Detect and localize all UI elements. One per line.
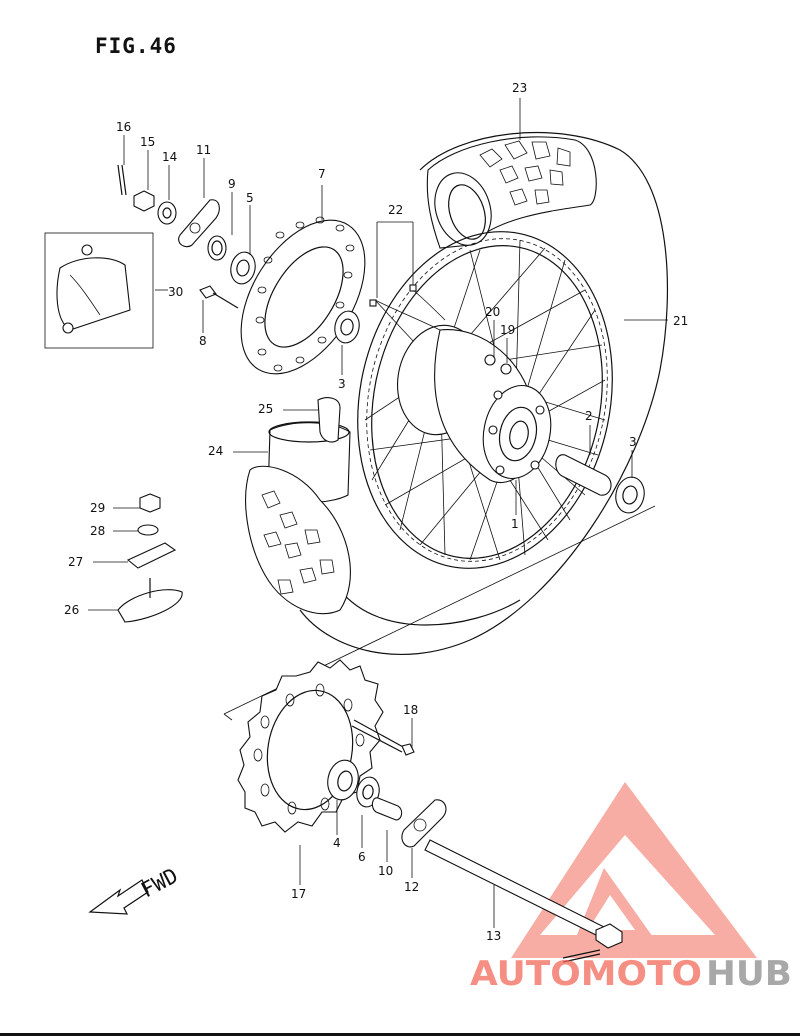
- callout-5: 5: [246, 191, 254, 205]
- callout-7: 7: [318, 167, 326, 181]
- forward-direction-arrow: [88, 879, 149, 915]
- callout-23: 23: [512, 81, 527, 95]
- callout-3-left: 3: [338, 377, 346, 391]
- callout-24: 24: [208, 444, 223, 458]
- callout-6: 6: [358, 850, 366, 864]
- callout-21: 21: [673, 314, 688, 328]
- bottom-border: [0, 1033, 800, 1036]
- callout-2: 2: [585, 409, 593, 423]
- sprocket-assembly: [237, 659, 623, 963]
- callout-15: 15: [140, 135, 155, 149]
- callout-3-right: 3: [629, 435, 637, 449]
- callout-29: 29: [90, 501, 105, 515]
- callout-22: 22: [388, 203, 403, 217]
- fwd-label: FWD: [137, 863, 182, 902]
- callout-9: 9: [228, 177, 236, 191]
- callout-30: 30: [168, 285, 183, 299]
- callout-1: 1: [511, 517, 519, 531]
- callout-11: 11: [196, 143, 211, 157]
- watermark-text-automoto: AUTOMOTO: [470, 954, 702, 994]
- wheel-assembly-drawing: [44, 98, 669, 963]
- callout-16: 16: [116, 120, 131, 134]
- callout-13: 13: [486, 929, 501, 943]
- callout-26: 26: [64, 603, 79, 617]
- callout-numbers: 23 16 15 11 14 7 9 5 22 30 20 21 19 8 3 …: [64, 81, 688, 943]
- wheel-hub: [396, 324, 552, 484]
- watermark-text-hub: HUB: [706, 954, 792, 994]
- callout-17: 17: [291, 887, 306, 901]
- callout-19: 19: [500, 323, 515, 337]
- callout-20: 20: [485, 305, 500, 319]
- callout-18: 18: [403, 703, 418, 717]
- callout-12: 12: [404, 880, 419, 894]
- figure-title: FIG.46: [95, 34, 177, 58]
- callout-8: 8: [199, 334, 207, 348]
- tire-tread: [426, 136, 597, 249]
- watermark-logo: [511, 782, 757, 958]
- callout-28: 28: [90, 524, 105, 538]
- callout-4: 4: [333, 836, 341, 850]
- callout-14: 14: [162, 150, 177, 164]
- callout-10: 10: [378, 864, 393, 878]
- callout-27: 27: [68, 555, 83, 569]
- callout-25: 25: [258, 402, 273, 416]
